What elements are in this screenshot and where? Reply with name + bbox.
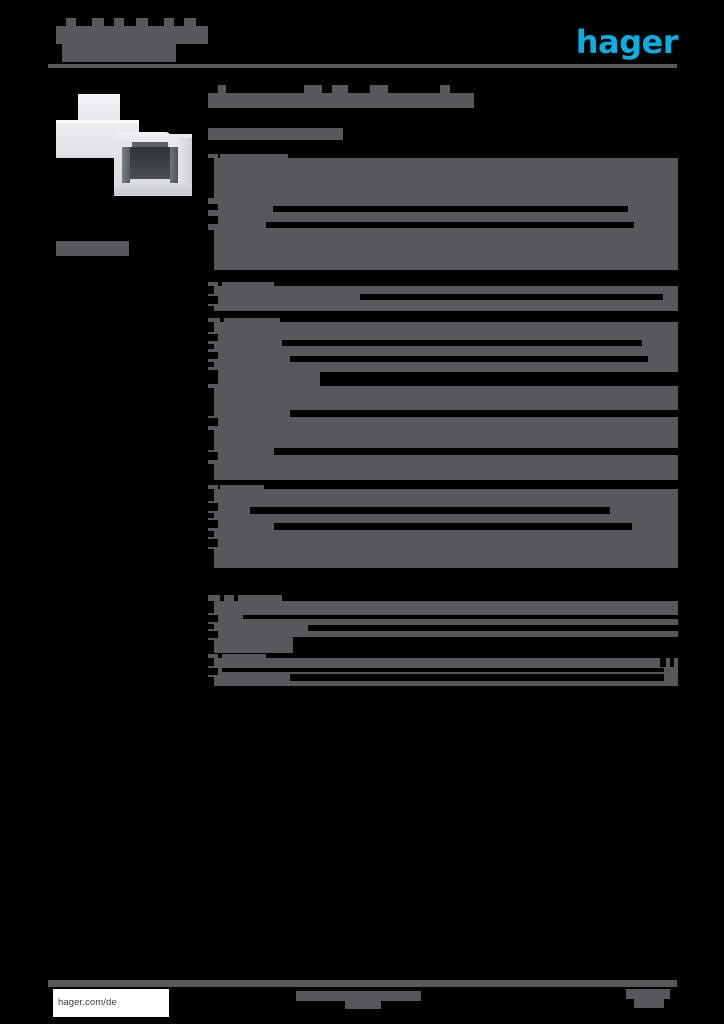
- product-side-wall: [178, 138, 192, 190]
- page-title-text: [208, 93, 209, 94]
- spec-section-6: [208, 654, 678, 686]
- footer-right-redacted-secondary: [634, 999, 664, 1008]
- spec-section-5: [208, 595, 678, 653]
- spec-section-3: [208, 318, 678, 480]
- spec-section-4: [208, 485, 678, 568]
- footer-divider: [48, 980, 677, 987]
- product-image: [56, 92, 204, 197]
- product-tee-vertical-arm: [78, 94, 120, 122]
- footer-website-link[interactable]: hager.com/de: [53, 989, 169, 1017]
- page-subtitle-text: [208, 128, 209, 129]
- page-title-redacted: [208, 85, 474, 108]
- footer-right-text: [626, 989, 627, 990]
- page-subtitle-redacted: [208, 128, 343, 140]
- product-foot: [114, 184, 192, 195]
- footer-right-redacted: [626, 989, 670, 999]
- footer-center-text: [296, 991, 297, 992]
- product-caption-text: [56, 241, 57, 242]
- product-tee-top-edge: [56, 120, 139, 123]
- footer-center-redacted: [296, 991, 421, 1001]
- spec-section-2: [208, 282, 678, 311]
- hager-logo[interactable]: hager: [575, 23, 679, 61]
- spec-section-1: [208, 154, 678, 270]
- header-divider: [48, 64, 677, 68]
- footer-website-text: hager.com/de: [58, 997, 117, 1008]
- product-rib-left: [122, 147, 130, 183]
- main-column: [208, 0, 678, 1024]
- product-caption-redacted: [56, 241, 129, 256]
- header-title-redacted: [56, 18, 208, 62]
- hager-logo-text: hager: [575, 23, 679, 61]
- footer-center-redacted-secondary: [345, 1001, 381, 1009]
- product-rib-right: [170, 147, 178, 183]
